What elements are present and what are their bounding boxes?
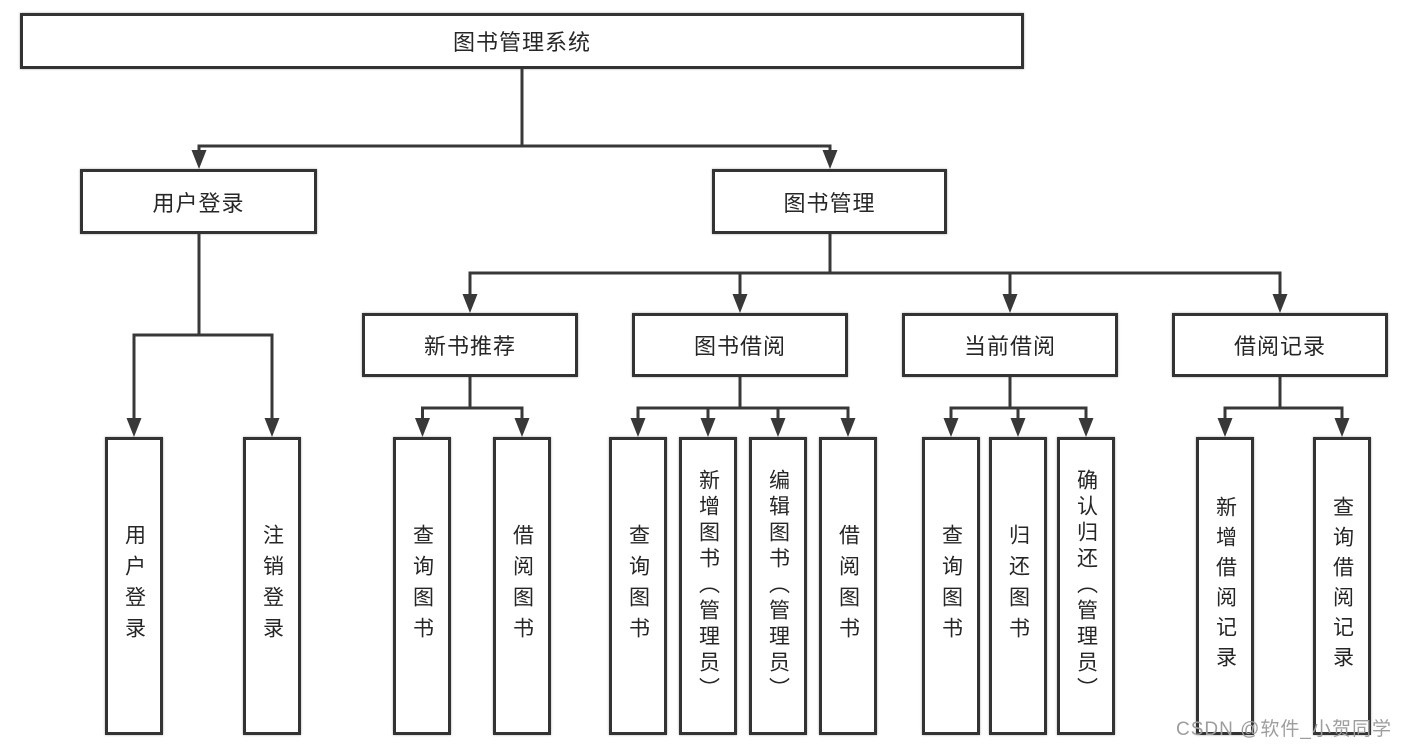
node-confirm-return-admin: 确认归还（管理员） — [1057, 437, 1115, 735]
node-label: 新书推荐 — [423, 334, 516, 359]
node-label: 查询图书 — [939, 524, 963, 648]
node-add-book-admin: 新增图书（管理员） — [679, 437, 737, 735]
node-borrowing-records: 借阅记录 — [1172, 313, 1388, 377]
node-label: 用户登录 — [122, 524, 146, 648]
node-current-borrowing: 当前借阅 — [902, 313, 1118, 377]
node-add-borrow-record: 新增借阅记录 — [1196, 437, 1254, 735]
node-query-borrow-record: 查询借阅记录 — [1313, 437, 1371, 735]
node-label: 编辑图书（管理员） — [766, 469, 790, 703]
node-label: 借阅记录 — [1233, 334, 1326, 359]
node-query-books-borrowing: 查询图书 — [609, 437, 667, 735]
node-label: 查询借阅记录 — [1330, 496, 1354, 676]
node-user-login: 用户登录 — [80, 169, 317, 234]
node-edit-book-admin: 编辑图书（管理员） — [749, 437, 807, 735]
node-query-books-current: 查询图书 — [922, 437, 980, 735]
node-query-books-recommend: 查询图书 — [393, 437, 451, 735]
node-label: 查询图书 — [626, 524, 650, 648]
node-label: 新增图书（管理员） — [696, 469, 720, 703]
node-borrow-books-recommend: 借阅图书 — [493, 437, 551, 735]
watermark: CSDN @软件_小贺同学 — [1176, 719, 1392, 740]
node-user-login-leaf: 用户登录 — [105, 437, 163, 735]
node-label: 注销登录 — [260, 524, 284, 648]
node-label: 确认归还（管理员） — [1074, 469, 1098, 703]
node-book-borrowing: 图书借阅 — [632, 313, 848, 377]
node-label: 图书管理系统 — [452, 30, 591, 55]
node-label: 图书借阅 — [693, 334, 786, 359]
node-label: 新增借阅记录 — [1213, 496, 1237, 676]
node-return-books: 归还图书 — [989, 437, 1047, 735]
node-label: 查询图书 — [410, 524, 434, 648]
node-label: 用户登录 — [152, 190, 245, 216]
node-label: 归还图书 — [1006, 524, 1030, 648]
node-label: 借阅图书 — [836, 524, 860, 648]
node-label: 借阅图书 — [510, 524, 534, 648]
node-label: 当前借阅 — [963, 334, 1056, 359]
node-borrow-books-leaf: 借阅图书 — [819, 437, 877, 735]
node-new-book-recommend: 新书推荐 — [362, 313, 578, 377]
node-label: 图书管理 — [783, 190, 876, 216]
node-book-management: 图书管理 — [712, 169, 947, 234]
node-logout: 注销登录 — [243, 437, 301, 735]
node-library-system: 图书管理系统 — [20, 13, 1024, 69]
